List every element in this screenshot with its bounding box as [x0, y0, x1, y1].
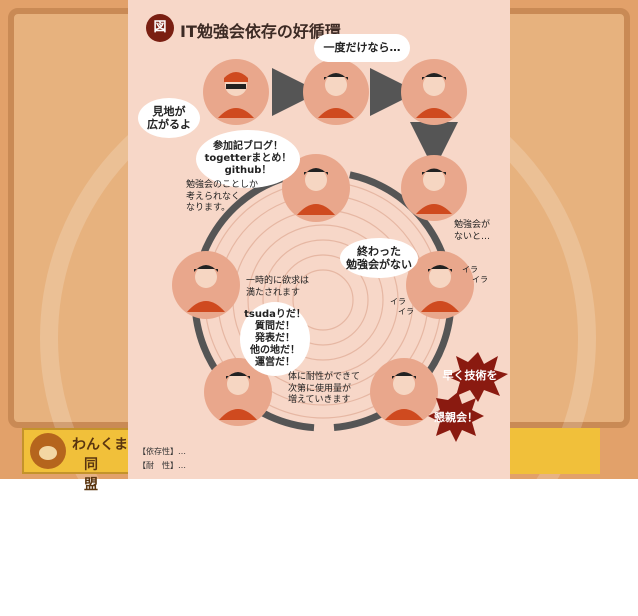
footer-tolerance: 【耐 性】… [138, 460, 186, 471]
figure-mark: 図 [146, 14, 174, 42]
speech-ended: 終わった 勉強会がない [340, 238, 418, 278]
note-only-study: 勉強会のことしか 考えられなく なります。 [186, 180, 258, 215]
irritation-4: イラ [398, 306, 414, 317]
burst-social-label: 懇親会！ [424, 408, 488, 426]
burst-tech-label: 早く技術を [434, 366, 506, 384]
badge-line-2: 同 盟 [84, 454, 134, 494]
footer-dependency: 【依存性】… [138, 446, 186, 457]
person-left [172, 251, 240, 319]
right-banner-strip [510, 428, 600, 474]
note-no-study: 勉強会が ないと… [454, 220, 490, 243]
note-tolerance: 体に耐性ができて 次第に使用量が 増えていきます [288, 372, 360, 407]
badge-line-1: わんくま [72, 434, 128, 454]
person-right-upper [401, 155, 467, 221]
note-satisfied: 一時的に欲求は 満たされます [246, 276, 309, 299]
speech-roles: tsudaりだ！ 質問だ！ 発表だ！ 他の地だ！ 運営だ！ [240, 302, 310, 376]
bear-icon [30, 433, 66, 469]
person-top-right [401, 59, 467, 125]
irritation-2: イラ [472, 274, 488, 285]
person-top-center [303, 59, 369, 125]
illustration-page: 図 IT勉強会依存の好循環 一度だけなら… 見地が 広がるよ 参加記ブログ！ t… [128, 0, 510, 479]
speech-view-widen: 見地が 広がるよ [138, 98, 200, 138]
speech-try-once: 一度だけなら… [314, 34, 410, 62]
person-top-left [203, 59, 269, 125]
wankuma-badge: わんくま 同 盟 [22, 428, 136, 474]
